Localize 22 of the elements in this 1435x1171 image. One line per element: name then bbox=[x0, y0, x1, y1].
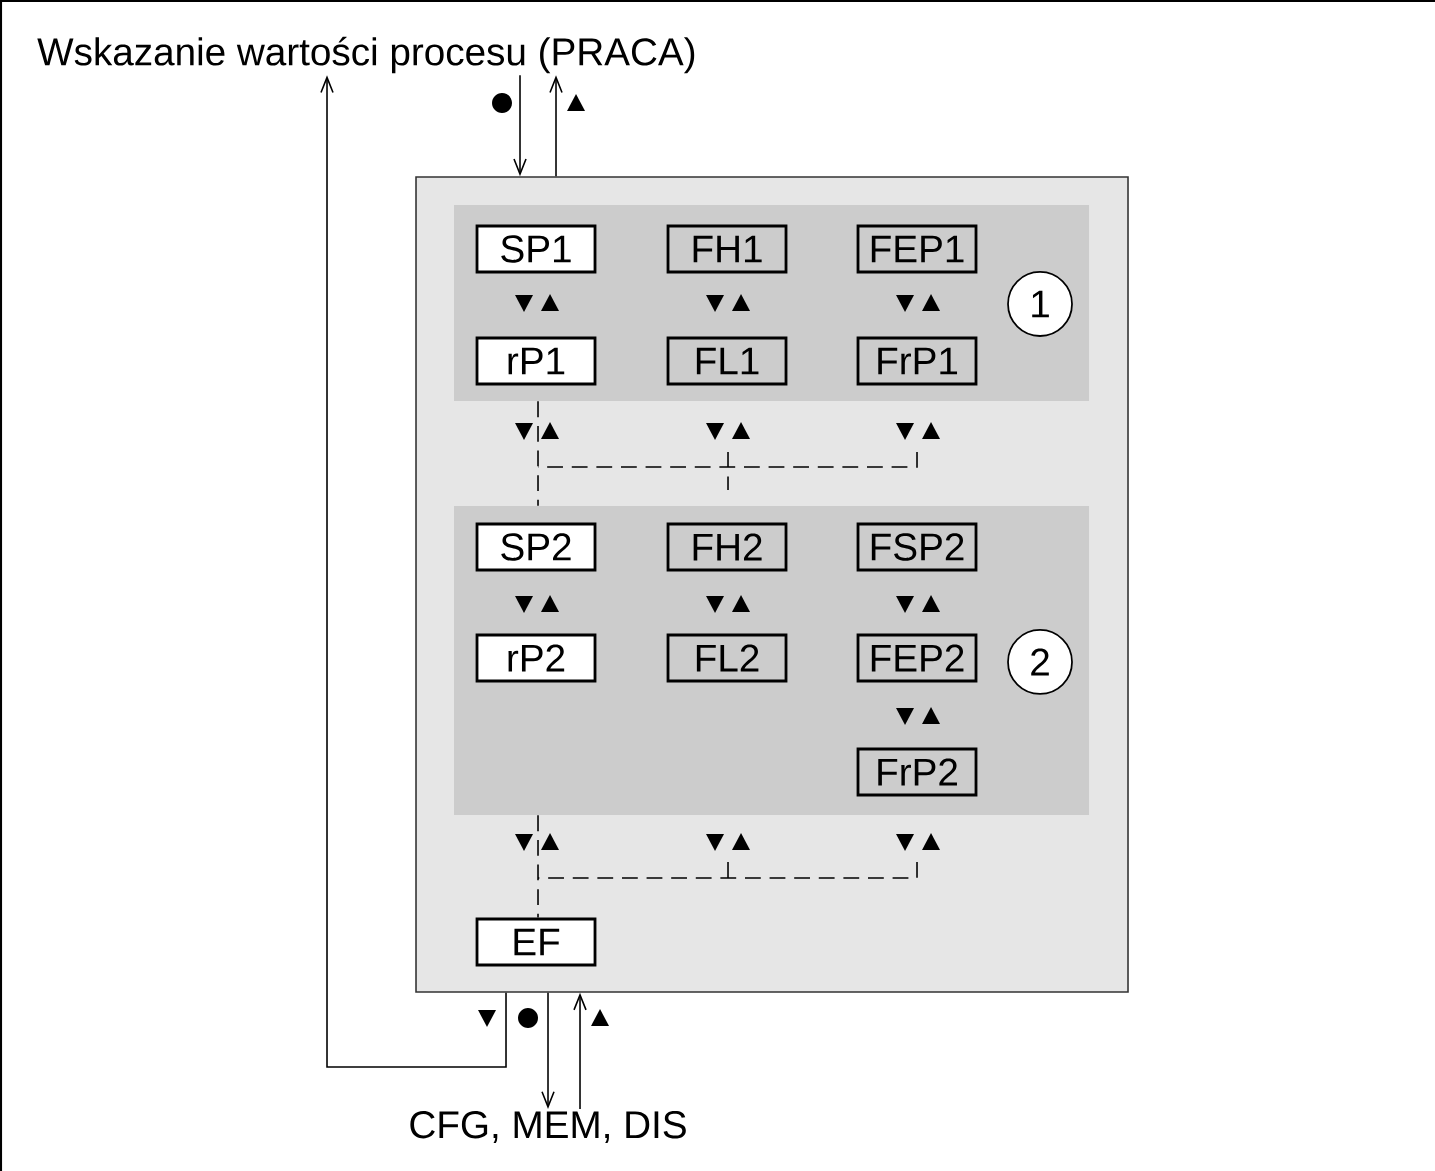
parameter-box: SP1 bbox=[475, 224, 597, 274]
parameter-box: FH1 bbox=[666, 224, 788, 274]
parameter-box: rP1 bbox=[475, 336, 597, 386]
parameter-box: FEP1 bbox=[856, 224, 978, 274]
parameter-box: rP2 bbox=[475, 633, 597, 683]
parameter-box: EF bbox=[475, 917, 597, 967]
parameter-box: SP2 bbox=[475, 522, 597, 572]
heading-text: Wskazanie wartości procesu (PRACA) bbox=[37, 36, 695, 74]
arrow bbox=[513, 74, 527, 177]
arrow bbox=[573, 992, 587, 1110]
parameter-box: FH2 bbox=[666, 522, 788, 572]
menu-text: CFG, MEM, DIS bbox=[410, 1111, 686, 1143]
parameter-box: FrP2 bbox=[856, 747, 978, 797]
parameter-box: FrP1 bbox=[856, 336, 978, 386]
parameter-box: FEP2 bbox=[856, 633, 978, 683]
parameter-box: FL2 bbox=[666, 633, 788, 683]
arrow bbox=[320, 75, 507, 1068]
arrow bbox=[549, 75, 563, 177]
parameter-box: FSP2 bbox=[856, 522, 978, 572]
dashed-connector bbox=[537, 400, 918, 507]
parameter-box: FL1 bbox=[666, 336, 788, 386]
arrow bbox=[541, 992, 555, 1109]
